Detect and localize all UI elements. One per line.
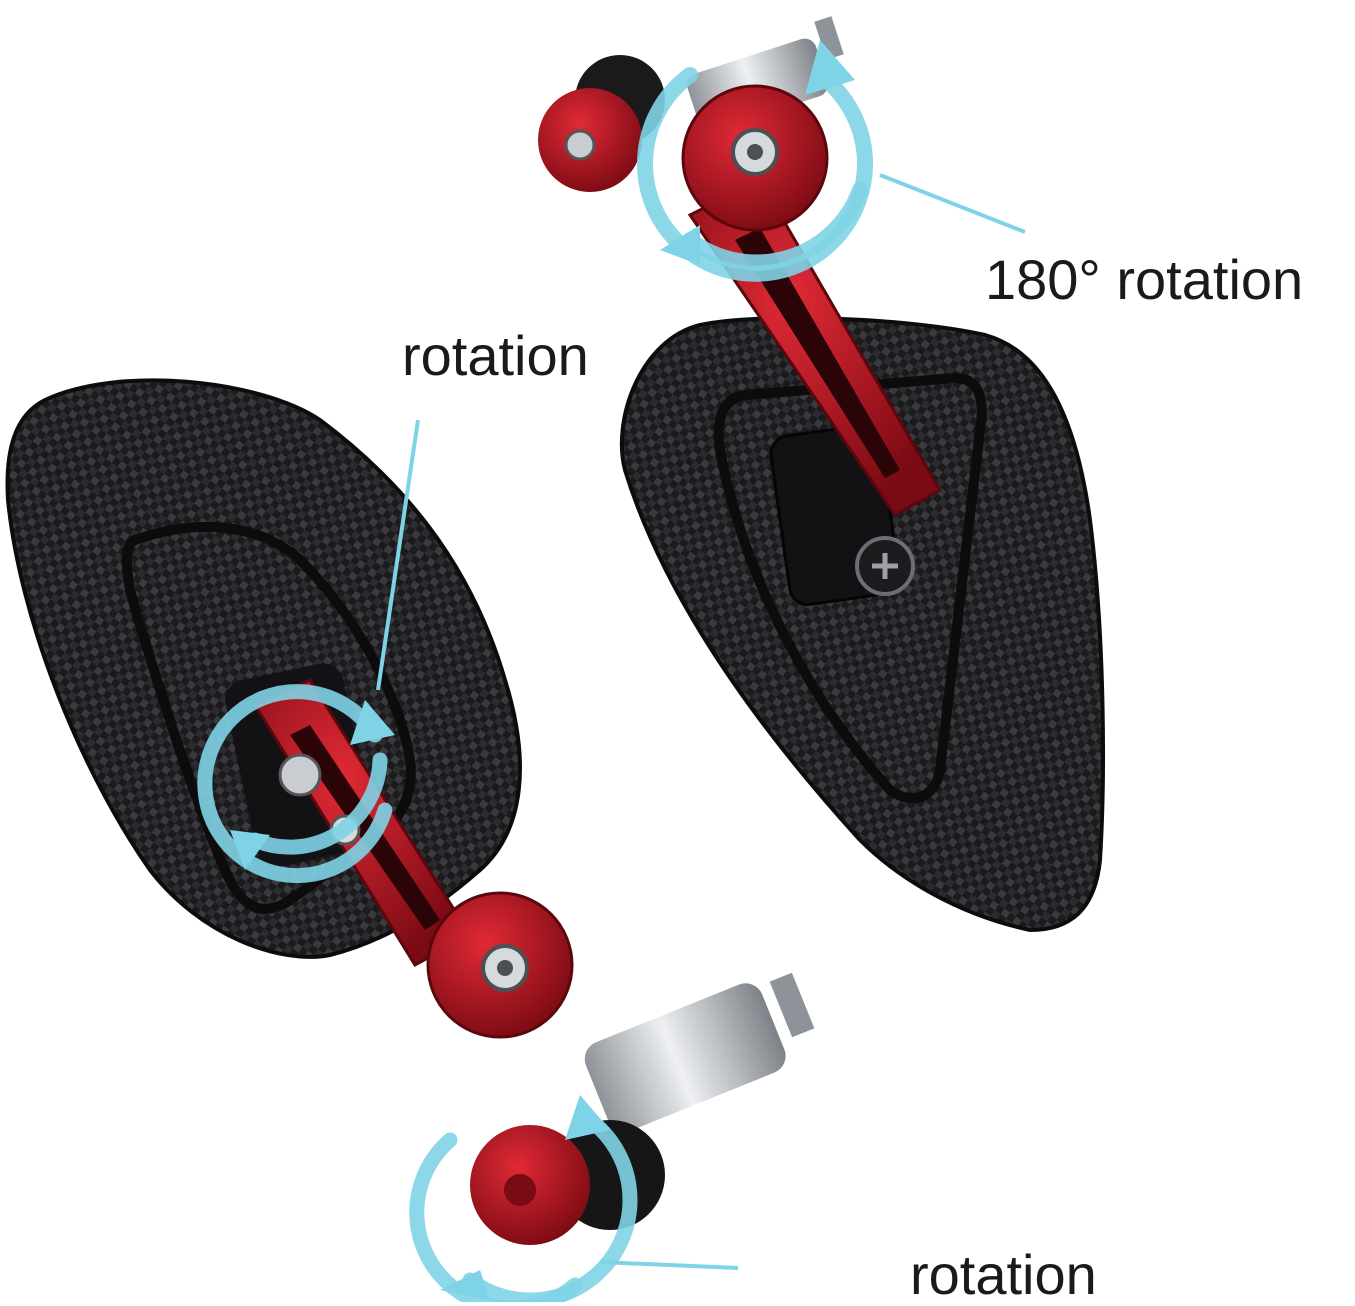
- right-mirror: [538, 16, 1105, 933]
- pointer-line-icon-top: [879, 173, 1026, 234]
- rotation-arrow-icon-left: [197, 684, 393, 884]
- rotation-label-bottom: rotation: [910, 1243, 1097, 1306]
- rotation-arrow-icon-top: [637, 67, 873, 282]
- rotation-label-left: rotation: [402, 324, 589, 387]
- left-chrome-bar-end: [584, 983, 786, 1132]
- rotation-arrow-icon-bottom: [462, 1112, 638, 1302]
- rotation-label-180: 180° rotation: [985, 248, 1304, 311]
- right-mirror-inner-frame: [713, 372, 987, 804]
- right-mirror-housing: [619, 315, 1105, 933]
- pointer-line-icon-bottom: [599, 1260, 739, 1270]
- pointer-line-icon-left: [376, 419, 420, 691]
